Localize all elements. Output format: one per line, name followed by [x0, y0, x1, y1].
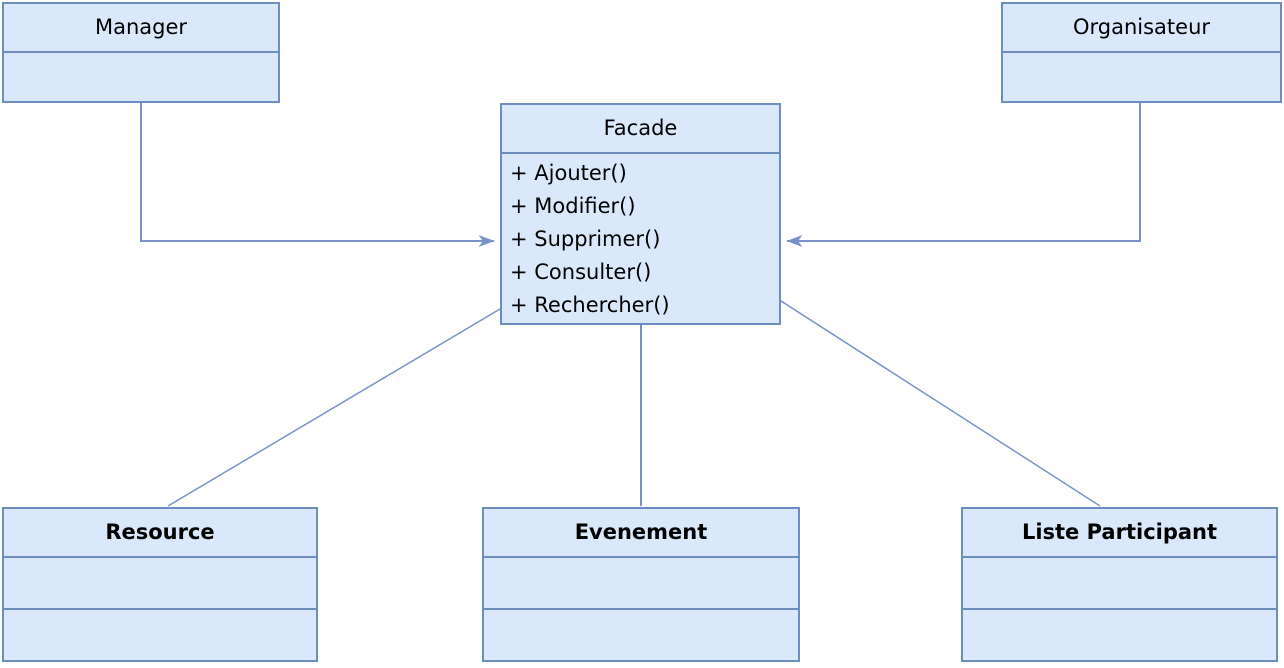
- edge-facade-to-liste-participant: [780, 300, 1101, 507]
- liste-participant-methods-compartment: [963, 608, 1276, 660]
- manager-empty-compartment: [4, 53, 278, 101]
- resource-attributes-compartment: [4, 558, 316, 608]
- class-title-organisateur: Organisateur: [1003, 4, 1280, 53]
- method-supprimer: + Supprimer(): [510, 227, 661, 251]
- class-title-manager: Manager: [4, 4, 278, 53]
- class-box-liste-participant: Liste Participant: [961, 507, 1278, 662]
- class-box-organisateur: Organisateur: [1001, 2, 1282, 103]
- resource-methods-compartment: [4, 608, 316, 660]
- organisateur-empty-compartment: [1003, 53, 1280, 101]
- class-box-evenement: Evenement: [482, 507, 800, 662]
- class-box-resource: Resource: [2, 507, 318, 662]
- edge-organisateur-to-facade: [786, 103, 1141, 247]
- method-rechercher: + Rechercher(): [510, 293, 670, 317]
- evenement-attributes-compartment: [484, 558, 798, 608]
- class-title-liste-participant: Liste Participant: [963, 509, 1276, 558]
- facade-methods-compartment: + Ajouter() + Modifier() + Supprimer() +…: [502, 154, 779, 323]
- method-modifier: + Modifier(): [510, 194, 636, 218]
- class-box-manager: Manager: [2, 2, 280, 103]
- evenement-methods-compartment: [484, 608, 798, 660]
- method-ajouter: + Ajouter(): [510, 161, 627, 185]
- method-consulter: + Consulter(): [510, 260, 652, 284]
- edge-facade-to-resource: [167, 308, 501, 507]
- edge-manager-to-facade: [140, 103, 495, 247]
- class-title-resource: Resource: [4, 509, 316, 558]
- class-title-evenement: Evenement: [484, 509, 798, 558]
- liste-participant-attributes-compartment: [963, 558, 1276, 608]
- class-title-facade: Facade: [502, 105, 779, 154]
- class-box-facade: Facade + Ajouter() + Modifier() + Suppri…: [500, 103, 781, 325]
